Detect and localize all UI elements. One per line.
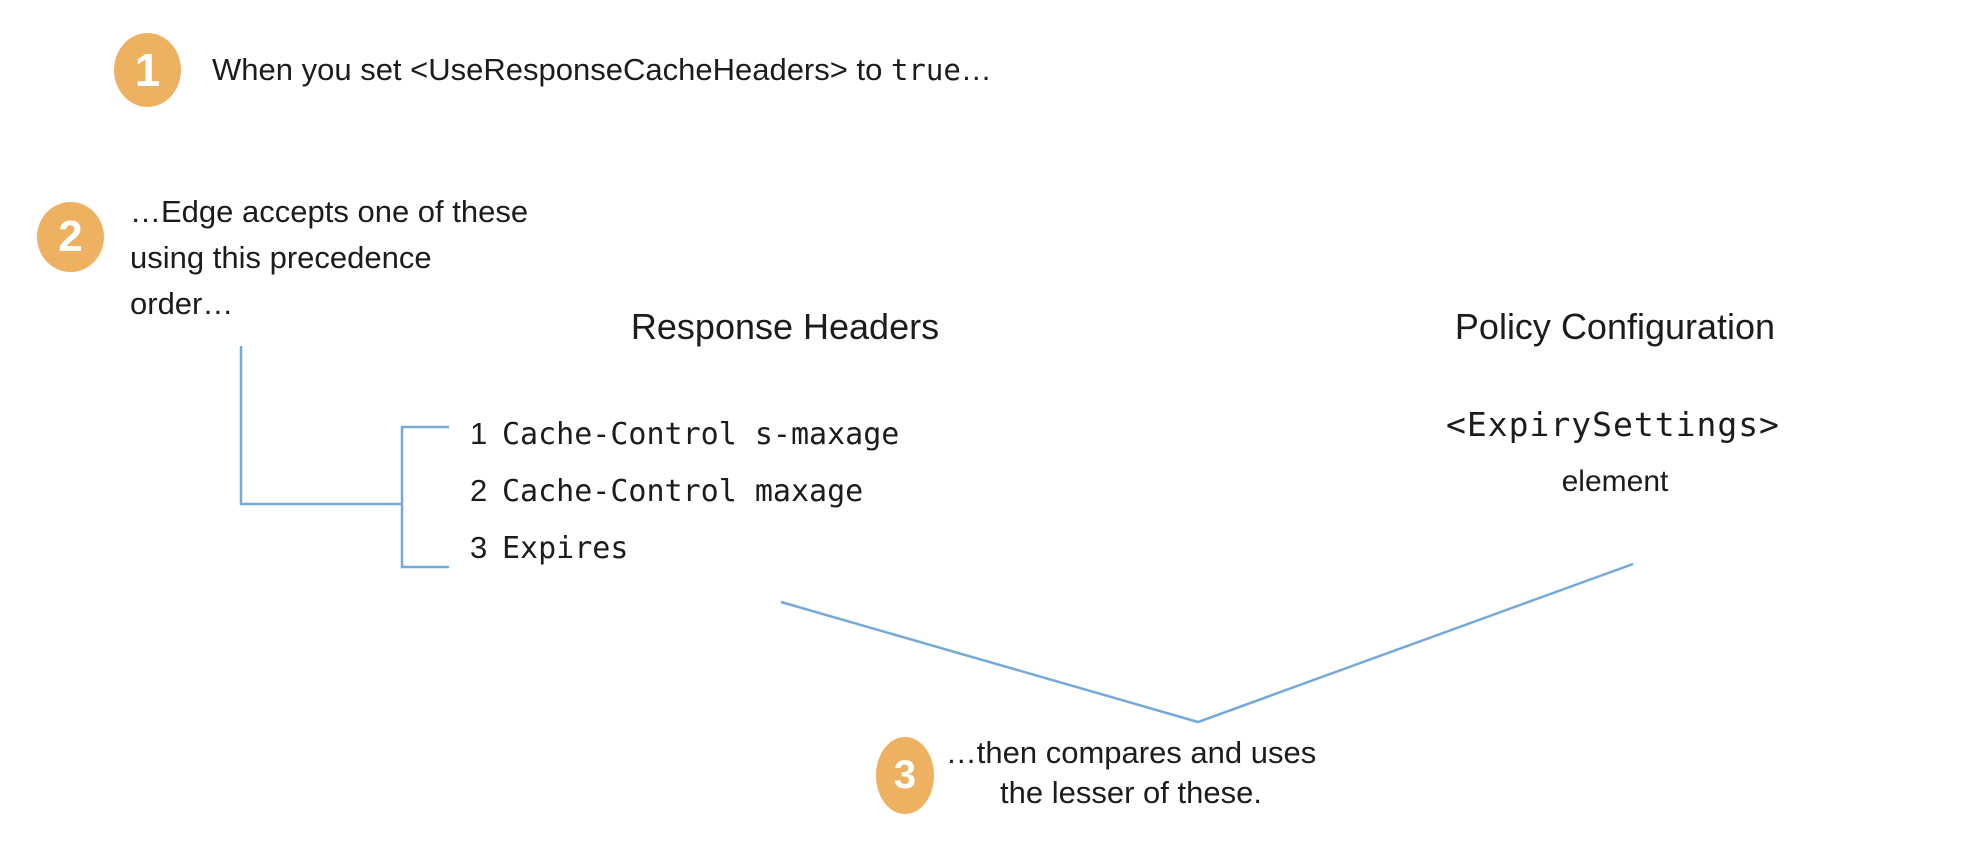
step-1-badge: 1 (114, 33, 181, 107)
step-1-number: 1 (134, 44, 161, 96)
step-3-text: …then compares and uses the lesser of th… (931, 733, 1331, 813)
step-1-text-after: … (960, 52, 992, 87)
step-2-number: 2 (58, 212, 83, 261)
step-2-line-1: …Edge accepts one of these (130, 194, 529, 229)
precedence-rank-1: 1 (470, 416, 488, 451)
precedence-rank-3: 3 (470, 530, 488, 565)
precedence-rank-2: 2 (470, 473, 488, 508)
precedence-item-3: 3 Expires (470, 530, 899, 587)
precedence-label-3: Expires (502, 531, 629, 566)
expiry-settings-code: <ExpirySettings> (1446, 405, 1780, 444)
connector-precedence-bracket (400, 425, 449, 569)
step-2-line-3: order… (130, 286, 234, 321)
step-3-line-1: …then compares and uses (945, 735, 1317, 770)
precedence-list: 1 Cache-Control s-maxage 2 Cache-Control… (470, 416, 899, 587)
response-headers-heading: Response Headers (630, 306, 940, 347)
step-1-text: When you set <UseResponseCacheHeaders> t… (212, 47, 992, 93)
precedence-item-2: 2 Cache-Control maxage (470, 473, 899, 530)
step-3-line-2: the lesser of these. (1000, 775, 1262, 810)
precedence-label-2: Cache-Control maxage (502, 474, 864, 509)
connector-compare-v (780, 562, 1634, 724)
step-3-number: 3 (893, 753, 917, 797)
step-2-text: …Edge accepts one of these using this pr… (130, 189, 528, 327)
step-2-badge: 2 (37, 202, 104, 272)
precedence-label-1: Cache-Control s-maxage (502, 417, 900, 452)
expiry-settings-element-label: element (1561, 465, 1669, 498)
policy-configuration-heading: Policy Configuration (1454, 306, 1776, 347)
connector-order-to-bracket (239, 346, 402, 506)
step-1-text-before: When you set <UseResponseCacheHeaders> t… (212, 52, 891, 87)
step-1-code-true: true (890, 53, 961, 87)
step-3-badge: 3 (876, 737, 934, 814)
step-2-line-2: using this precedence (130, 240, 432, 275)
precedence-item-1: 1 Cache-Control s-maxage (470, 416, 899, 473)
